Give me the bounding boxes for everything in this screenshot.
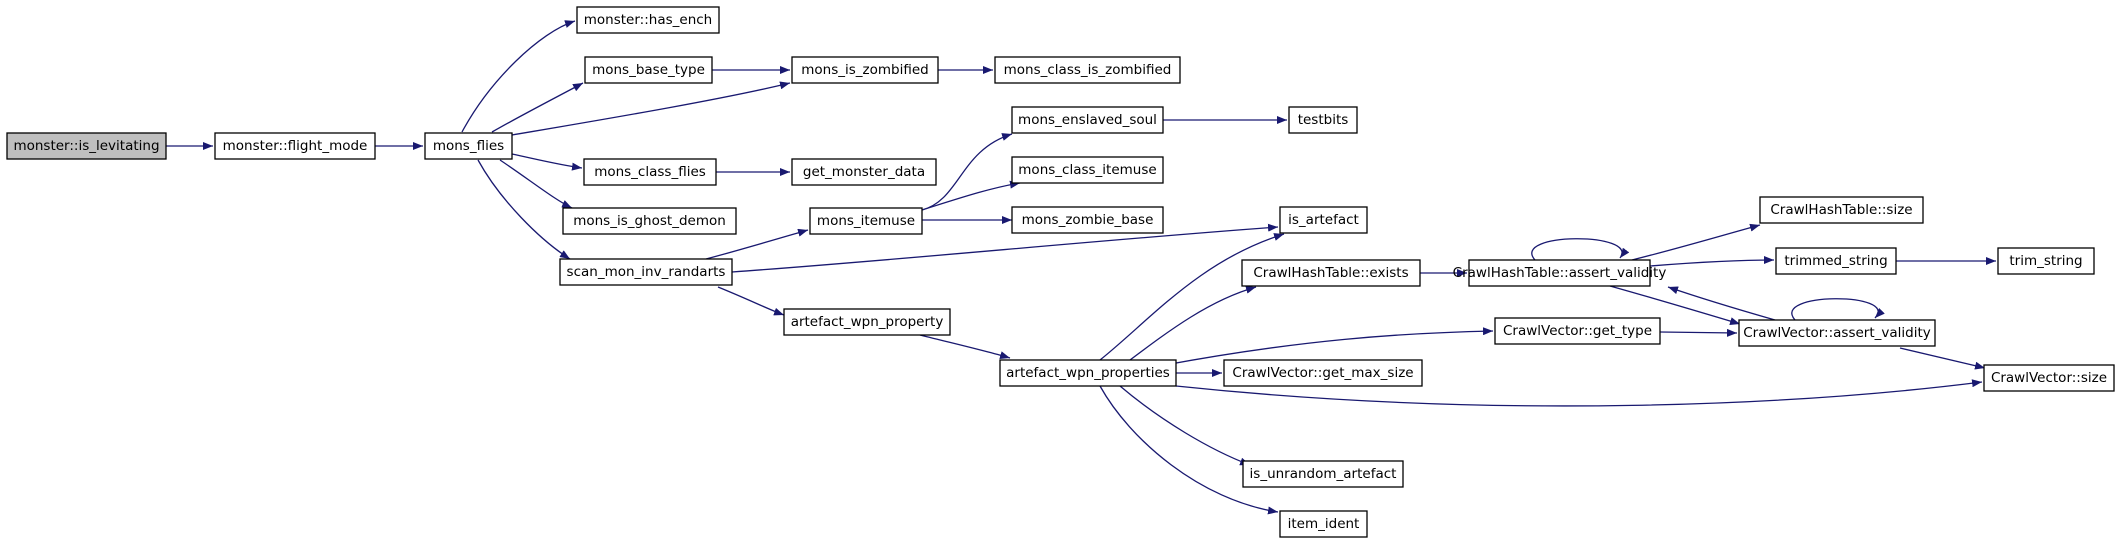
edge-properties-to-item-ident [1099,385,1279,515]
edge-assert-validity-to-crawlvector-assert-validity [1609,285,1741,325]
edges [166,20,1996,515]
node-label: mons_class_flies [594,164,706,180]
edge-mons-flies-to-has-ench [461,20,576,133]
edge-crawlvector-assert-validity-to-size [1899,347,1986,370]
node-is-levitating[interactable]: monster::is_levitating [6,132,167,160]
node-label: CrawlHashTable::exists [1253,265,1408,281]
edge-mons-flies-to-mons-is-zombified [511,81,791,136]
edge-properties-to-crawlvector-get-type [1164,327,1494,366]
edge-scan-to-mons-itemuse [705,228,809,260]
node-label: monster::is_levitating [13,138,159,154]
node-label: mons_class_itemuse [1018,162,1156,178]
edge-properties-to-crawlhashtable-exists [1129,285,1257,361]
node-mons-zombie-base[interactable]: mons_zombie_base [1011,206,1164,234]
node-label: testbits [1298,112,1349,128]
edge-crawlvector-assert-validity-to-hashtable-assert-validity [1667,286,1776,321]
edge-get-type-to-crawlvector-assert-validity [1659,328,1738,337]
node-label: CrawlVector::get_type [1503,323,1652,339]
edge-mons-flies-to-mons-base-type [491,82,584,133]
edge-assert-validity-to-crawlhashtable-size [1631,223,1761,261]
node-mons-base-type[interactable]: mons_base_type [584,56,713,84]
node-label: CrawlVector::size [1991,370,2107,386]
node-crawlhashtable-exists[interactable]: CrawlHashTable::exists [1241,259,1421,287]
node-label: artefact_wpn_property [791,314,944,330]
edge-mons-itemuse-to-mons-enslaved-soul [921,133,1013,211]
edge-properties-to-is-unrandom-artefact [1119,385,1251,466]
node-has-ench[interactable]: monster::has_ench [576,6,720,34]
edge-mons-flies-to-mons-class-flies [511,153,583,171]
node-label: CrawlVector::get_max_size [1232,365,1413,381]
node-label: monster::has_ench [584,12,712,28]
node-crawlvector-assert-validity[interactable]: CrawlVector::assert_validity [1738,319,1936,347]
node-is-artefact[interactable]: is_artefact [1279,206,1368,234]
node-scan-mon-inv-randarts[interactable]: scan_mon_inv_randarts [559,258,733,286]
node-is-unrandom-artefact[interactable]: is_unrandom_artefact [1242,460,1404,488]
node-item-ident[interactable]: item_ident [1279,510,1368,538]
node-label: artefact_wpn_properties [1006,365,1170,381]
node-label: is_artefact [1288,212,1359,228]
node-label: mons_itemuse [817,213,915,229]
edge-crawlvector-assert-validity-self-loop [1791,298,1885,321]
node-label: CrawlHashTable::size [1770,202,1912,218]
node-mons-enslaved-soul[interactable]: mons_enslaved_soul [1011,106,1164,134]
edge-properties-to-crawlvector-size [1175,379,1983,407]
node-crawlhashtable-size[interactable]: CrawlHashTable::size [1759,196,1924,224]
node-mons-class-is-zombified[interactable]: mons_class_is_zombified [994,56,1181,84]
node-label: mons_is_zombified [801,62,928,78]
edge-assert-validity-self-loop [1531,238,1630,261]
node-label: mons_base_type [592,62,705,78]
edge-mons-flies-to-mons-is-ghost-demon [499,159,573,209]
edge-scan-to-artefact-wpn-property [717,286,785,316]
edge-artefact-wpn-property-to-properties [919,334,1011,359]
node-artefact-wpn-properties[interactable]: artefact_wpn_properties [999,359,1177,387]
node-label: item_ident [1288,516,1360,532]
node-mons-is-ghost-demon[interactable]: mons_is_ghost_demon [562,207,737,235]
node-label: trimmed_string [1784,253,1887,269]
node-label: mons_zombie_base [1022,212,1154,228]
node-label: trim_string [2009,253,2082,269]
node-label: mons_flies [433,138,504,154]
node-flight-mode[interactable]: monster::flight_mode [214,132,376,160]
edge-properties-to-is-artefact [1099,233,1285,361]
node-crawlvector-size[interactable]: CrawlVector::size [1983,364,2115,392]
node-mons-class-flies[interactable]: mons_class_flies [583,158,717,186]
node-mons-class-itemuse[interactable]: mons_class_itemuse [1011,156,1164,184]
edge-mons-itemuse-to-mons-class-itemuse [921,180,1021,211]
node-testbits[interactable]: testbits [1288,106,1358,134]
node-label: mons_class_is_zombified [1004,62,1172,78]
node-label: get_monster_data [803,164,925,180]
node-trimmed-string[interactable]: trimmed_string [1775,247,1897,275]
node-mons-flies[interactable]: mons_flies [424,132,513,160]
node-label: mons_enslaved_soul [1018,112,1157,128]
node-crawlvector-get-type[interactable]: CrawlVector::get_type [1494,317,1661,345]
node-mons-itemuse[interactable]: mons_itemuse [809,207,923,235]
node-label: CrawlHashTable::assert_validity [1453,265,1667,281]
node-artefact-wpn-property[interactable]: artefact_wpn_property [783,308,951,336]
node-mons-is-zombified[interactable]: mons_is_zombified [791,56,939,84]
edge-scan-to-is-artefact [731,223,1279,273]
node-label: is_unrandom_artefact [1250,466,1397,482]
node-label: scan_mon_inv_randarts [567,264,726,280]
edge-mons-flies-to-scan-mon-inv-randarts [477,159,571,260]
node-trim-string[interactable]: trim_string [1997,247,2095,275]
node-crawlvector-get-max-size[interactable]: CrawlVector::get_max_size [1223,359,1423,387]
node-crawlhashtable-assert-validity[interactable]: CrawlHashTable::assert_validity [1453,259,1667,287]
edge-assert-validity-to-trimmed-string [1649,256,1775,267]
node-label: mons_is_ghost_demon [573,213,726,229]
node-label: monster::flight_mode [223,138,368,154]
node-get-monster-data[interactable]: get_monster_data [791,158,937,186]
node-label: CrawlVector::assert_validity [1743,325,1931,341]
